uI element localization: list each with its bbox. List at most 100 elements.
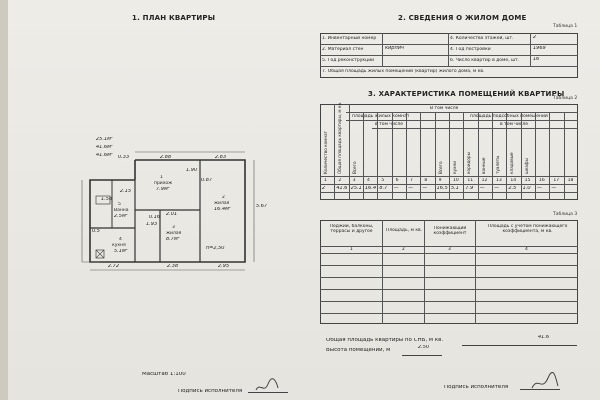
dim-8: 2.72 bbox=[108, 264, 120, 269]
table2-divider bbox=[406, 112, 407, 200]
t3-n1: 1 bbox=[350, 247, 353, 252]
t1-r2-key: 2. Материал стен bbox=[322, 47, 364, 52]
room2-area: 16.4м² bbox=[214, 207, 231, 212]
table2-col-number: 2 bbox=[338, 178, 342, 183]
t1-r2-val2: 1969 bbox=[533, 46, 546, 51]
table2-value: 8.7 bbox=[379, 186, 388, 191]
dim-12: 0.16 bbox=[149, 215, 161, 220]
table3 bbox=[320, 220, 578, 324]
table2-col-header: Количество комнат bbox=[323, 130, 328, 174]
section1-title: 1. ПЛАН КВАРТИРЫ bbox=[132, 14, 216, 22]
t1-r3-key: 5. Год реконструкции bbox=[322, 58, 375, 63]
t3-h3: Понижающий коэффициент bbox=[433, 226, 467, 236]
table2-col-number: 9 bbox=[438, 178, 442, 183]
t1-r2-key2: 4. Год постройки bbox=[450, 47, 491, 52]
table1-label: Таблица 1 bbox=[553, 24, 578, 29]
signature-left-label: Подпись исполнителя bbox=[178, 389, 243, 394]
table2-value: 2.5 bbox=[508, 186, 517, 191]
t3-h2: Площадь, м кв. bbox=[385, 228, 423, 233]
summary-height-value: 2.50 bbox=[418, 345, 430, 350]
table2-value: — bbox=[537, 186, 542, 191]
table2-col-header: кухни bbox=[452, 161, 457, 174]
t3-h4: Площадь с учетом понижающего коэффициент… bbox=[487, 224, 568, 234]
table2-label: Таблица 2 bbox=[553, 96, 578, 101]
table2-divider bbox=[377, 112, 379, 200]
t3-n2: 2 bbox=[402, 247, 405, 252]
section3-title: 3. ХАРАКТЕРИСТИКА ПОМЕЩЕНИЙ КВАРТИРЫ bbox=[368, 90, 565, 98]
table2-value: — bbox=[422, 186, 428, 191]
table2-col-header: кладовые bbox=[509, 152, 515, 174]
table2-col-number: 18 bbox=[567, 178, 574, 183]
table2-col-number: 16 bbox=[539, 178, 545, 183]
table2-value: — bbox=[393, 186, 399, 191]
table2-divider bbox=[477, 112, 479, 200]
t1-r1-key: 1. Инвентарный номер bbox=[322, 36, 377, 41]
room3-name: жилая bbox=[166, 231, 182, 236]
dim-1: 2.88 bbox=[160, 155, 172, 160]
table2-divider bbox=[391, 112, 393, 200]
table2-value: 5.1 bbox=[451, 186, 459, 191]
table2-divider bbox=[420, 112, 422, 200]
table2-value: 1.0 bbox=[522, 186, 531, 191]
table2-divider bbox=[563, 112, 565, 200]
table2-divider bbox=[535, 112, 536, 200]
table2-value: — bbox=[408, 186, 413, 191]
dim-2: 2.83 bbox=[215, 155, 227, 160]
dim-14: 2.01 bbox=[166, 212, 178, 217]
table2-col-header: туалеты bbox=[495, 155, 500, 174]
scale-label: Масштаб 1:100 bbox=[142, 372, 186, 377]
table2-col-number: 17 bbox=[553, 178, 560, 183]
table2-col-number: 11 bbox=[467, 178, 474, 183]
room2-name: жилая bbox=[214, 201, 230, 206]
table2-divider bbox=[506, 112, 508, 200]
room1-num: 1 bbox=[160, 175, 163, 180]
dim-4: 0.87 bbox=[201, 178, 213, 183]
table2-col-number: 3 bbox=[352, 178, 356, 183]
table2-col-number: 10 bbox=[453, 178, 459, 183]
t2-head-incl2: в том числе bbox=[500, 122, 528, 127]
table2-col-number: 8 bbox=[424, 178, 428, 183]
t1-r1-key2: 4. Количество этажей, шт. bbox=[450, 36, 514, 41]
table2-divider bbox=[492, 112, 493, 200]
table2-col-number: 13 bbox=[496, 178, 502, 183]
table2-value: 16.5 bbox=[436, 186, 448, 191]
table2-col-header: ванные bbox=[480, 157, 486, 174]
table2-value: 2 bbox=[322, 186, 326, 191]
room1-area: 7.9м² bbox=[156, 187, 170, 192]
t2-head-total: В том числе bbox=[430, 106, 459, 111]
table2-divider bbox=[549, 112, 551, 200]
t3-h1: Лоджии, балконы, террасы и другое bbox=[329, 224, 374, 234]
t1-r2-val: кирпич bbox=[385, 46, 404, 51]
t1-last: 7. Общая площадь жилых помещений (кварти… bbox=[322, 69, 485, 74]
table2-col-number: 6 bbox=[395, 178, 399, 183]
room4-area: 5.1м² bbox=[114, 249, 128, 254]
t1-r3-key2: 6. Число квартир в доме, шт. bbox=[450, 58, 520, 63]
plan-area-1: 25.1м² bbox=[96, 137, 113, 142]
table2-value: 16.4 bbox=[365, 186, 377, 191]
table2-value: — bbox=[479, 186, 485, 191]
table2-col-number: 12 bbox=[481, 178, 488, 183]
dim-3: 0.33 bbox=[118, 155, 130, 160]
table2-col-header: шкафы bbox=[523, 158, 529, 174]
summary-area-value: 41.6 bbox=[538, 335, 550, 340]
table2-col-number: 15 bbox=[524, 178, 531, 183]
table2-col-number: 14 bbox=[510, 178, 517, 183]
table2-divider bbox=[434, 112, 436, 200]
table2-divider bbox=[363, 112, 364, 200]
t1-r1-val2: 2 bbox=[533, 35, 537, 40]
table2-col-header: коридоры bbox=[466, 152, 472, 174]
room3-area: 8.7м² bbox=[166, 237, 180, 242]
dim-5: 5.67 bbox=[256, 204, 268, 209]
table2-divider bbox=[348, 104, 350, 200]
page-edge bbox=[0, 0, 8, 400]
floor-plan bbox=[81, 151, 255, 271]
room4-num: 4 bbox=[119, 237, 122, 242]
bath-area: 2.5м² bbox=[114, 214, 128, 219]
signature-left bbox=[255, 378, 279, 391]
room2-num: 2 bbox=[222, 195, 225, 200]
summary-area-label: Общая площадь квартиры по СНБ, м кв. bbox=[326, 338, 444, 343]
t3-n3: 3 bbox=[448, 247, 451, 252]
room1-name: прихож bbox=[154, 181, 173, 186]
signature-right bbox=[531, 372, 559, 389]
